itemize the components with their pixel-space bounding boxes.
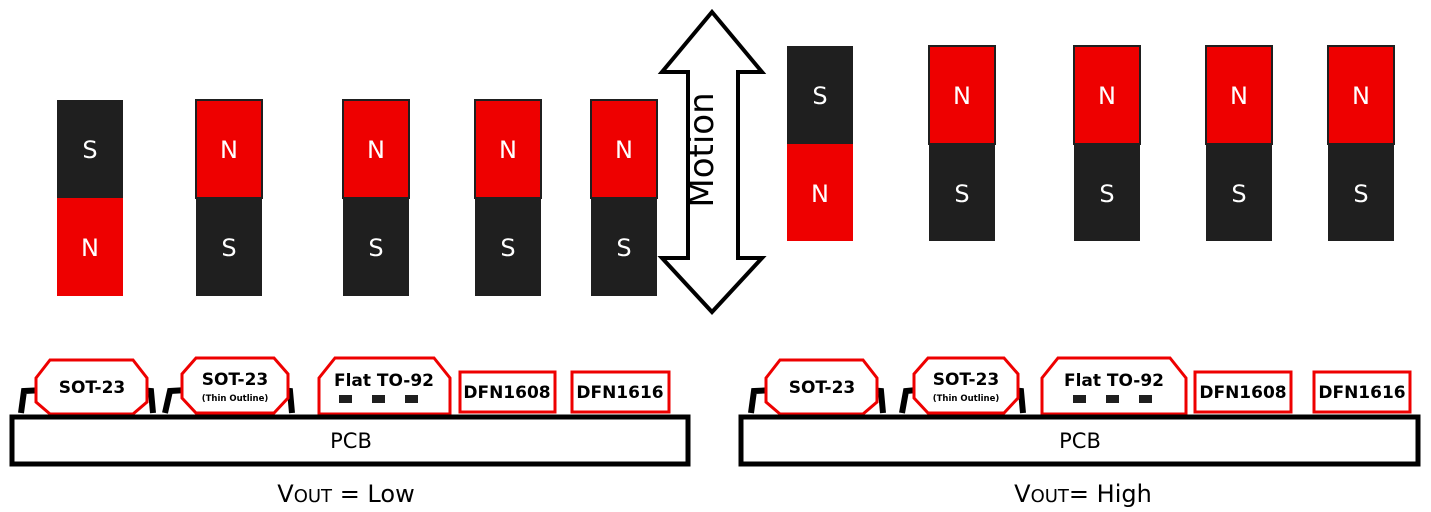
magnet: N S — [590, 99, 658, 296]
sot23-thin-package: SOT-23 (Thin Outline) — [899, 356, 1026, 415]
dfn1616-package: DFN1616 — [570, 370, 671, 414]
dfn1608-package: DFN1608 — [1193, 370, 1293, 414]
dfn1608-body — [458, 370, 557, 414]
left-panel: S N N S N S N S N S — [9, 99, 691, 508]
motion-label: Motion — [682, 92, 722, 207]
magnet: N S — [195, 99, 263, 296]
magnet: N S — [1205, 45, 1273, 241]
south-pole — [57, 100, 123, 198]
right-panel: S N N S N S N S N S — [738, 45, 1421, 508]
south-pole — [1328, 144, 1394, 241]
sot23-thin-body — [912, 356, 1020, 415]
flat-to92-pin — [1073, 395, 1086, 403]
pole-label: N — [499, 136, 517, 164]
dfn1616-body — [1312, 370, 1412, 414]
magnet: N S — [1073, 45, 1141, 241]
dfn1616-body — [570, 370, 671, 414]
pcb-rect — [738, 414, 1421, 467]
package-label: SOT-23 — [202, 370, 269, 390]
south-pole — [929, 144, 995, 241]
package-label: Flat TO-92 — [1064, 371, 1164, 391]
pcb-board: PCB — [738, 414, 1421, 467]
pcb-rect — [9, 414, 691, 467]
vout-high-label: VOUT= High — [1014, 480, 1152, 508]
sot23-thin-body — [180, 356, 290, 415]
pole-label: S — [500, 234, 515, 262]
pole-label: S — [812, 82, 827, 110]
pole-label: N — [953, 82, 971, 110]
package-sublabel: (Thin Outline) — [933, 394, 1000, 404]
package-label: DFN1608 — [463, 383, 550, 403]
package-label: SOT-23 — [789, 378, 856, 398]
pole-label: N — [1352, 82, 1370, 110]
pole-label: N — [1230, 82, 1248, 110]
pole-label: S — [1353, 180, 1368, 208]
double-arrow-icon — [657, 8, 767, 315]
pole-label: S — [1231, 180, 1246, 208]
package-label: SOT-23 — [59, 378, 126, 398]
package-label: DFN1608 — [1199, 383, 1286, 403]
magnet: N S — [474, 99, 542, 296]
magnet: S N — [57, 100, 123, 296]
magnet: N S — [1327, 45, 1395, 241]
south-pole — [787, 46, 853, 144]
magnet: S N — [787, 46, 853, 241]
north-pole — [590, 99, 658, 199]
pcb-label: PCB — [330, 429, 372, 453]
motion-indicator: Motion — [657, 8, 767, 315]
north-pole — [787, 144, 853, 241]
dfn1616-package: DFN1616 — [1312, 370, 1412, 414]
pole-label: N — [81, 234, 99, 262]
north-pole — [1327, 45, 1395, 145]
package-label: DFN1616 — [576, 383, 663, 403]
flat-to92-pin — [1106, 395, 1119, 403]
flat-to92-pin — [339, 395, 352, 403]
pole-label: N — [367, 136, 385, 164]
north-pole — [1205, 45, 1273, 145]
vout-low-label: VOUT = Low — [277, 480, 414, 508]
package-label: DFN1616 — [1318, 383, 1405, 403]
pole-label: N — [811, 180, 829, 208]
north-pole — [57, 198, 123, 296]
south-pole — [196, 198, 262, 296]
pole-label: S — [954, 180, 969, 208]
sot23-thin-package: SOT-23 (Thin Outline) — [162, 356, 295, 415]
sot23-package: SOT-23 — [18, 358, 156, 416]
dfn1608-package: DFN1608 — [458, 370, 557, 414]
south-pole — [343, 198, 409, 296]
package-sublabel: (Thin Outline) — [202, 394, 269, 404]
pole-label: S — [221, 234, 236, 262]
pole-label: S — [1099, 180, 1114, 208]
south-pole — [475, 198, 541, 296]
flat-to92-pin — [405, 395, 418, 403]
south-pole — [1206, 144, 1272, 241]
north-pole — [1073, 45, 1141, 145]
pole-label: N — [220, 136, 238, 164]
flat-to92-pin — [372, 395, 385, 403]
pole-label: N — [615, 136, 633, 164]
dfn1608-body — [1193, 370, 1293, 414]
sot23-body — [34, 358, 149, 416]
magnet: N S — [928, 45, 996, 241]
pole-label: S — [82, 136, 97, 164]
magnet: N S — [342, 99, 410, 296]
package-label: Flat TO-92 — [334, 371, 434, 391]
pcb-board: PCB — [9, 414, 691, 467]
pole-label: S — [616, 234, 631, 262]
sot23-body — [764, 358, 879, 416]
flat-to92-pin — [1139, 395, 1152, 403]
sot23-package: SOT-23 — [748, 358, 886, 416]
pcb-label: PCB — [1059, 429, 1101, 453]
flat-to92-package: Flat TO-92 — [317, 356, 452, 416]
pole-label: S — [368, 234, 383, 262]
flat-to92-package: Flat TO-92 — [1040, 356, 1188, 416]
package-label: SOT-23 — [933, 370, 1000, 390]
pole-label: N — [1098, 82, 1116, 110]
south-pole — [591, 198, 657, 296]
south-pole — [1074, 144, 1140, 241]
